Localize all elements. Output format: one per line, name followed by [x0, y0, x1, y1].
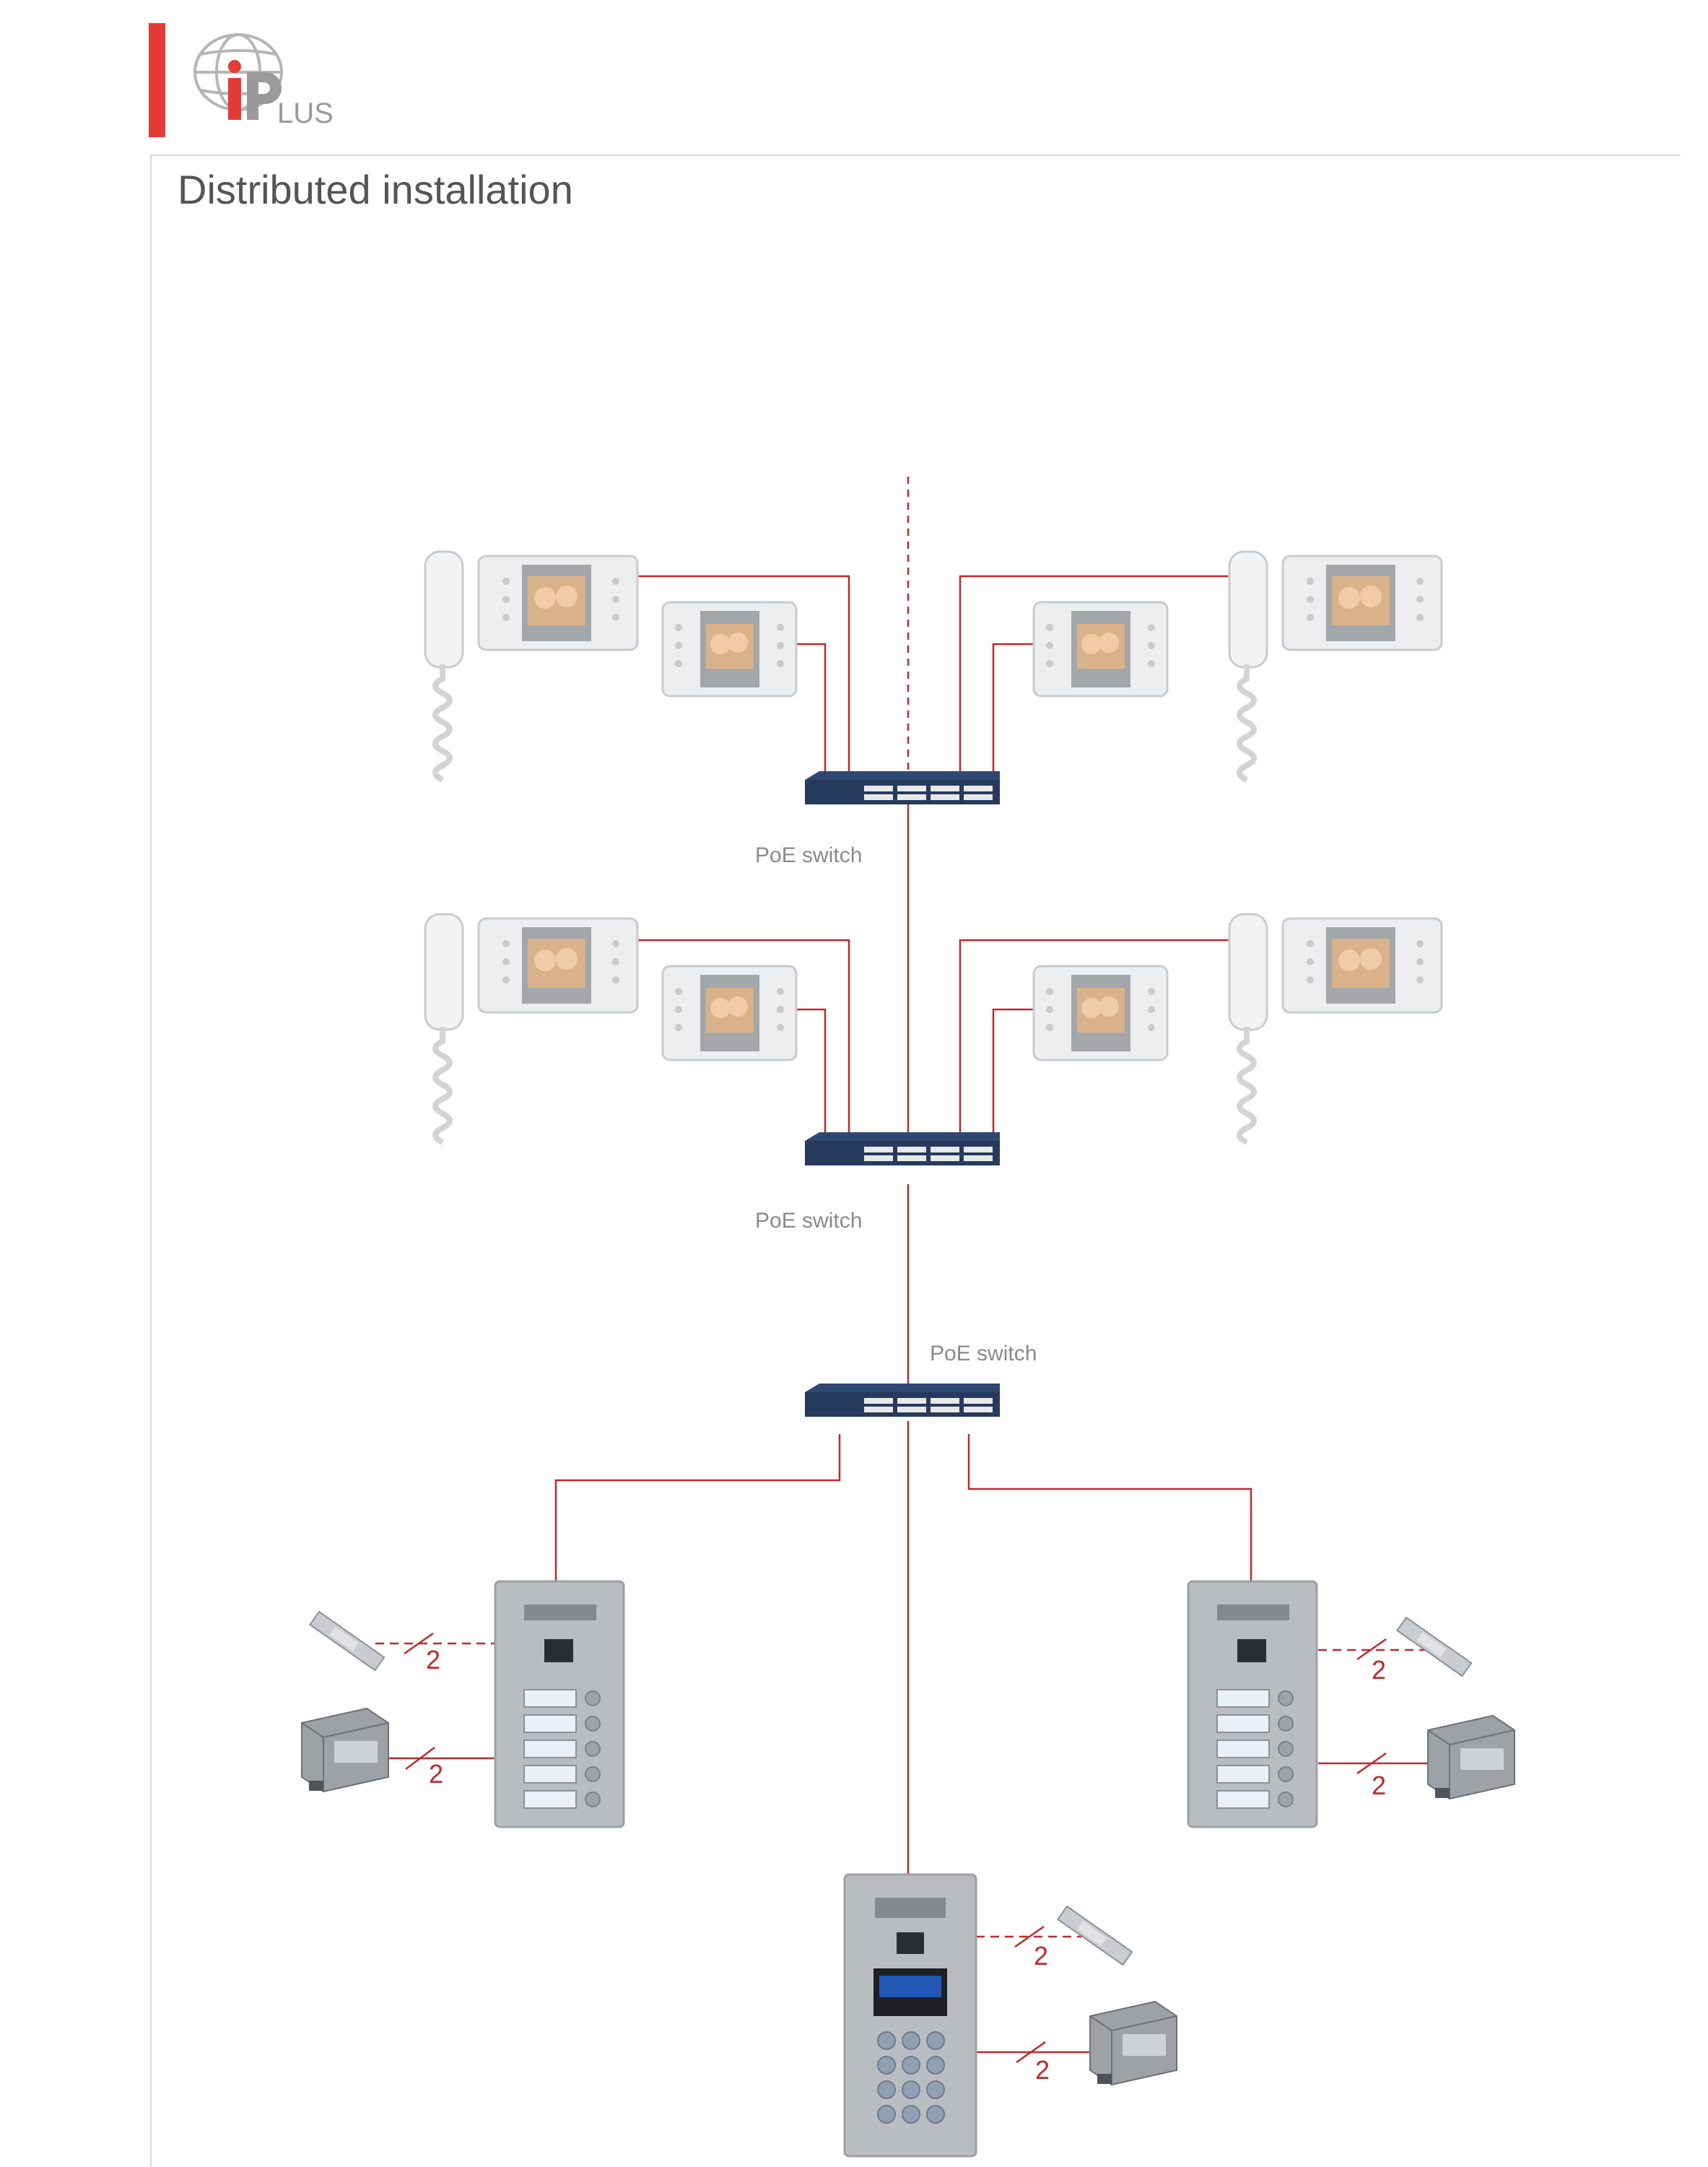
iplus-logo: LUS: [193, 33, 332, 129]
electric-lock-left: [309, 1611, 385, 1672]
wire-count: 2: [1372, 1655, 1387, 1685]
handset-monitor-top-left: [425, 552, 637, 780]
power-supply-bottom: [1089, 2001, 1177, 2085]
header-rule: [150, 155, 1681, 156]
power-supply-right: [1427, 1715, 1515, 1799]
switch-label-2: PoE switch: [755, 1209, 863, 1233]
wire-count: 2: [1372, 1771, 1387, 1800]
switch-label-1: PoE switch: [755, 843, 863, 867]
monitor-top-right: [1032, 601, 1169, 698]
handset-monitor-mid-right: [1229, 914, 1442, 1142]
keypad-panel: [843, 1873, 977, 2158]
wire-count: 2: [1035, 2055, 1050, 2085]
door-panel-left: [494, 1580, 625, 1828]
door-panel-right: [1187, 1580, 1318, 1828]
svg-text:LUS: LUS: [277, 97, 332, 129]
handset-monitor-top-right: [1229, 552, 1442, 780]
margin-rule: [150, 155, 152, 2167]
poe-switch-2: [805, 1132, 1000, 1165]
poe-switch-1: [805, 771, 1000, 804]
network-cables: [375, 477, 1444, 2064]
monitor-mid-right: [1032, 965, 1169, 1061]
electric-lock-right: [1396, 1617, 1473, 1677]
monitor-mid-left: [661, 965, 798, 1061]
poe-switch-3: [805, 1384, 1000, 1417]
switch-label-3: PoE switch: [930, 1342, 1037, 1365]
wire-count: 2: [429, 1759, 444, 1789]
page-title: Distributed installation: [178, 167, 573, 212]
wire-count: 2: [1034, 1941, 1049, 1971]
electric-lock-bottom: [1057, 1906, 1133, 1966]
handset-monitor-mid-left: [425, 914, 637, 1142]
brand-bar: [149, 23, 165, 137]
wire-count: 2: [426, 1645, 441, 1675]
power-supply-left: [301, 1708, 389, 1792]
monitor-top-left: [661, 601, 798, 698]
